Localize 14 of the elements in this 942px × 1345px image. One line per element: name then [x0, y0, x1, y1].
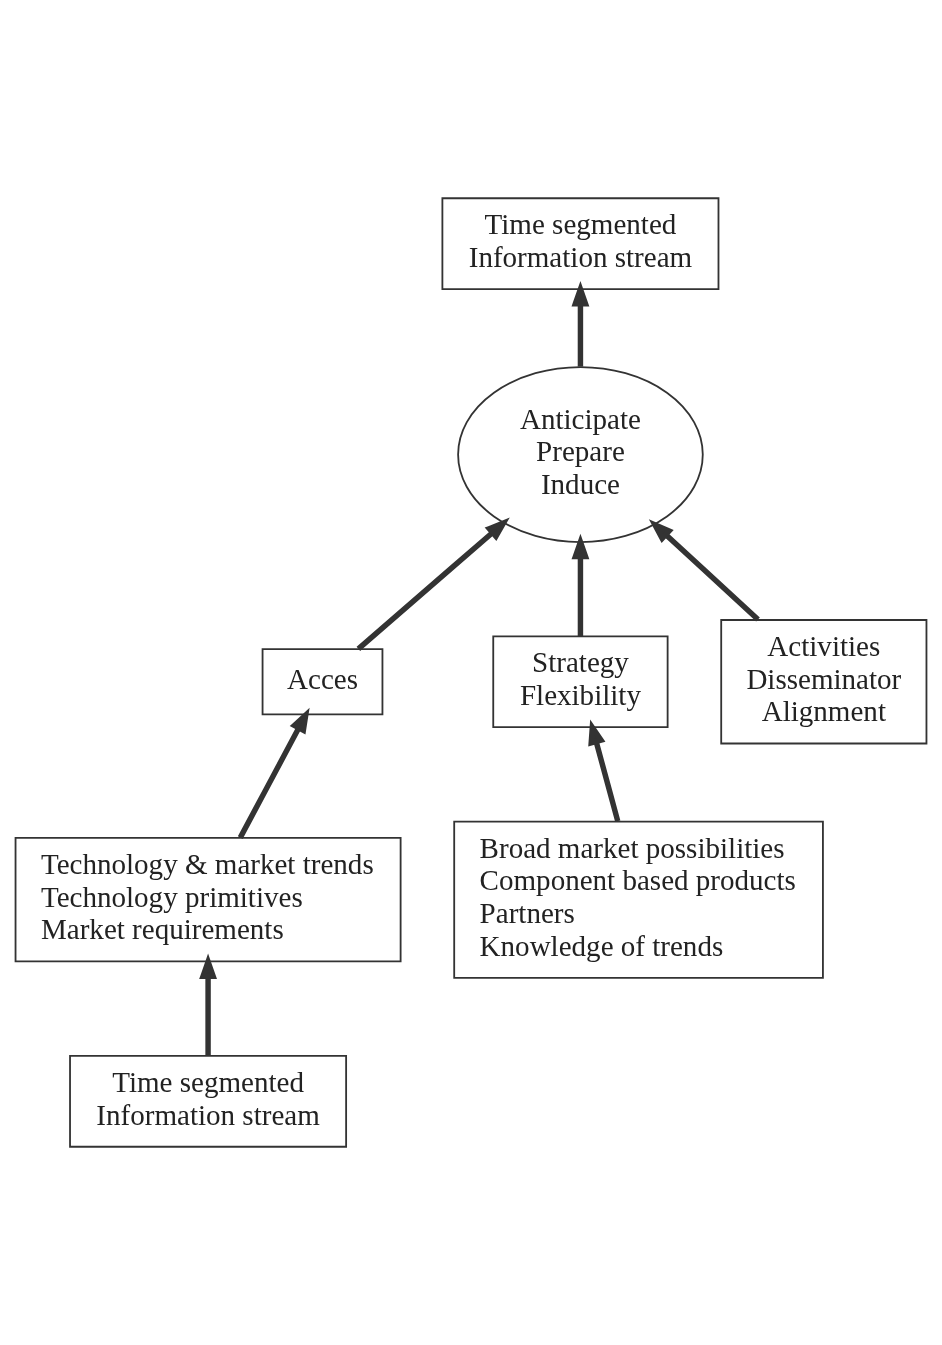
node-box: Broad market possibilities Component based products Partners Knowledge of trends [453, 820, 824, 979]
arrow [199, 953, 217, 1056]
node-box: Time segmented Information stream [441, 197, 720, 290]
arrow [571, 533, 590, 637]
arrow [237, 707, 310, 839]
node-box: Strategy Flexibility [492, 635, 669, 729]
node-box: Acces [261, 648, 384, 716]
node-box: Activities Disseminator Alignment [720, 619, 928, 745]
arrow [588, 719, 621, 822]
node-box: Time segmented Information stream [69, 1055, 348, 1148]
node-box: Technology & market trends Technology primitives Market requirements [14, 837, 402, 963]
arrow [648, 519, 760, 622]
arrow [356, 517, 510, 651]
arrow [571, 280, 590, 367]
